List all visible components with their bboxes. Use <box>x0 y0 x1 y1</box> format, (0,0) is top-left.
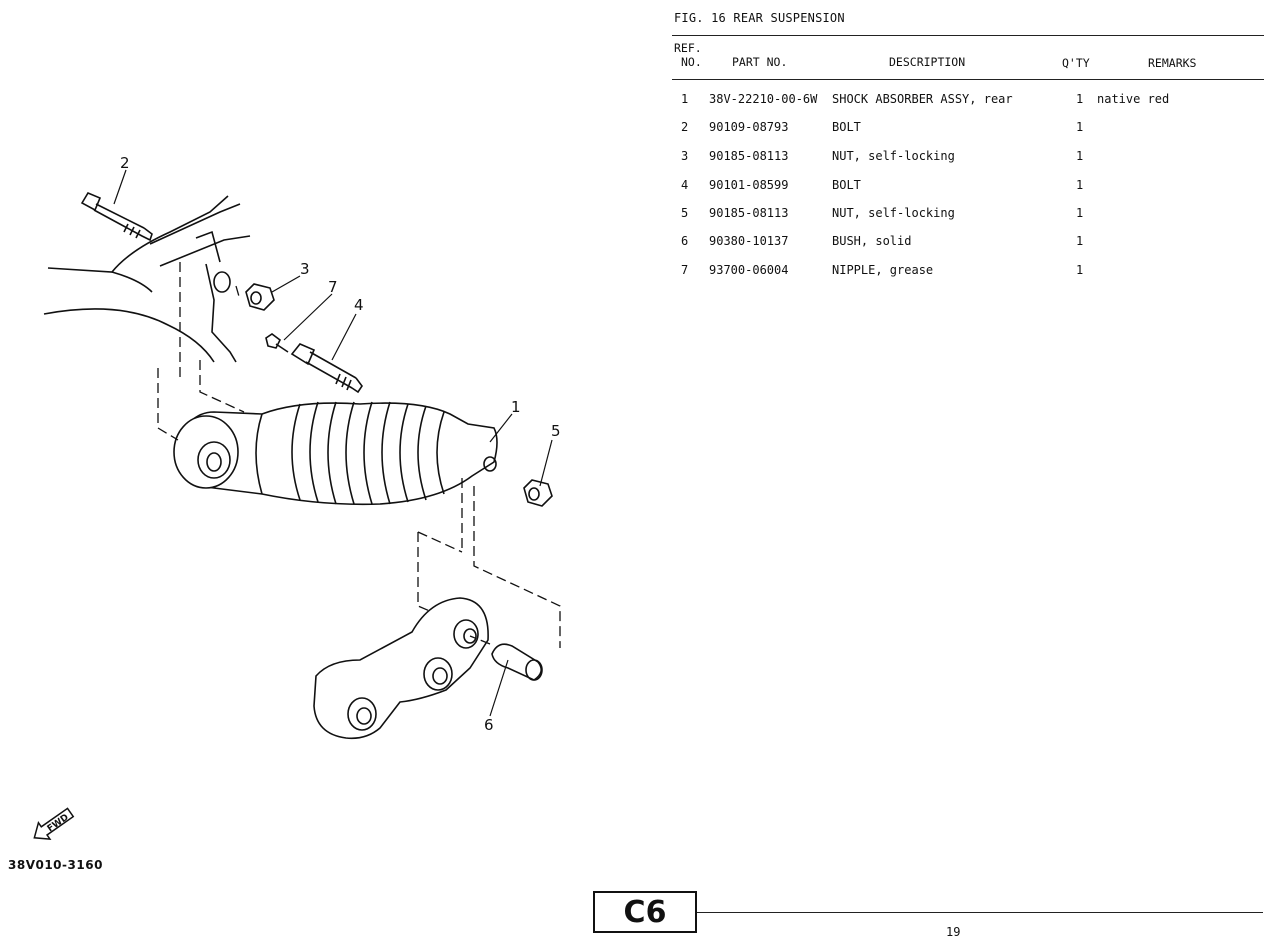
top-rule <box>672 35 1264 36</box>
ref-cell: 2 <box>681 120 689 134</box>
frame-outline <box>43 308 215 363</box>
drawing-code: 38V010-3160 <box>8 858 103 872</box>
ref-cell: 5 <box>681 206 689 220</box>
qty-cell: 1 <box>1076 92 1084 106</box>
ref-cell: 6 <box>681 234 689 248</box>
callout-6: 6 <box>484 716 494 734</box>
callout-4: 4 <box>354 296 364 314</box>
part-no-cell: 90185-08113 <box>709 206 789 220</box>
shock-absorber-1-part <box>173 401 498 506</box>
ref-cell: 7 <box>681 263 689 277</box>
description-header: DESCRIPTION <box>889 55 966 69</box>
nut-5-part <box>523 479 553 507</box>
qty-cell: 1 <box>1076 234 1084 248</box>
part-no-header: PART NO. <box>732 55 788 69</box>
qty-cell: 1 <box>1076 178 1084 192</box>
exploded-diagram: 2 3 7 4 1 5 6 FWD <box>33 154 561 840</box>
ref-cell: 3 <box>681 149 689 163</box>
bolt-4-part <box>290 343 363 394</box>
callout-1: 1 <box>511 398 521 416</box>
description-cell: BOLT <box>832 120 861 134</box>
callout-5: 5 <box>551 422 561 440</box>
frame-outline <box>47 195 229 273</box>
qty-cell: 1 <box>1076 149 1084 163</box>
remarks-header: REMARKS <box>1148 56 1197 70</box>
nut-3-part <box>245 283 275 311</box>
page-number: 19 <box>946 925 961 939</box>
grease-nipple-7-part <box>265 333 289 353</box>
qty-cell: 1 <box>1076 206 1084 220</box>
description-cell: NIPPLE, grease <box>832 263 934 277</box>
part-no-cell: 90380-10137 <box>709 234 789 248</box>
part-no-cell: 38V-22210-00-6W <box>709 92 818 106</box>
frame-bracket <box>195 230 221 263</box>
washer <box>213 271 231 293</box>
header-rule <box>672 79 1264 80</box>
ref-header-line2: NO. <box>681 55 702 69</box>
footer-rule <box>697 912 1263 913</box>
description-cell: BOLT <box>832 178 861 192</box>
ref-cell: 4 <box>681 178 689 192</box>
bush-6-part <box>491 643 543 681</box>
description-cell: NUT, self-locking <box>832 206 955 220</box>
section-code-box: C6 <box>593 891 697 933</box>
frame-outline <box>111 271 153 293</box>
ref-cell: 1 <box>681 92 689 106</box>
remarks-cell: native red <box>1097 92 1170 106</box>
qty-cell: 1 <box>1076 263 1084 277</box>
qty-cell: 1 <box>1076 120 1084 134</box>
part-no-cell: 90109-08793 <box>709 120 789 134</box>
part-no-cell: 93700-06004 <box>709 263 789 277</box>
description-cell: SHOCK ABSORBER ASSY, rear <box>832 92 1013 106</box>
callout-7: 7 <box>328 278 338 296</box>
qty-header: Q'TY <box>1062 56 1090 70</box>
fwd-arrow-icon: FWD <box>33 807 75 840</box>
description-cell: BUSH, solid <box>832 234 912 248</box>
callout-2: 2 <box>120 154 130 172</box>
bolt-2-part <box>80 191 153 242</box>
relay-arm <box>313 597 489 740</box>
figure-title: FIG. 16 REAR SUSPENSION <box>674 11 845 25</box>
part-no-cell: 90185-08113 <box>709 149 789 163</box>
part-no-cell: 90101-08599 <box>709 178 789 192</box>
ref-header-line1: REF. <box>674 41 702 55</box>
callout-3: 3 <box>300 260 310 278</box>
description-cell: NUT, self-locking <box>832 149 955 163</box>
frame-bracket <box>149 203 251 363</box>
